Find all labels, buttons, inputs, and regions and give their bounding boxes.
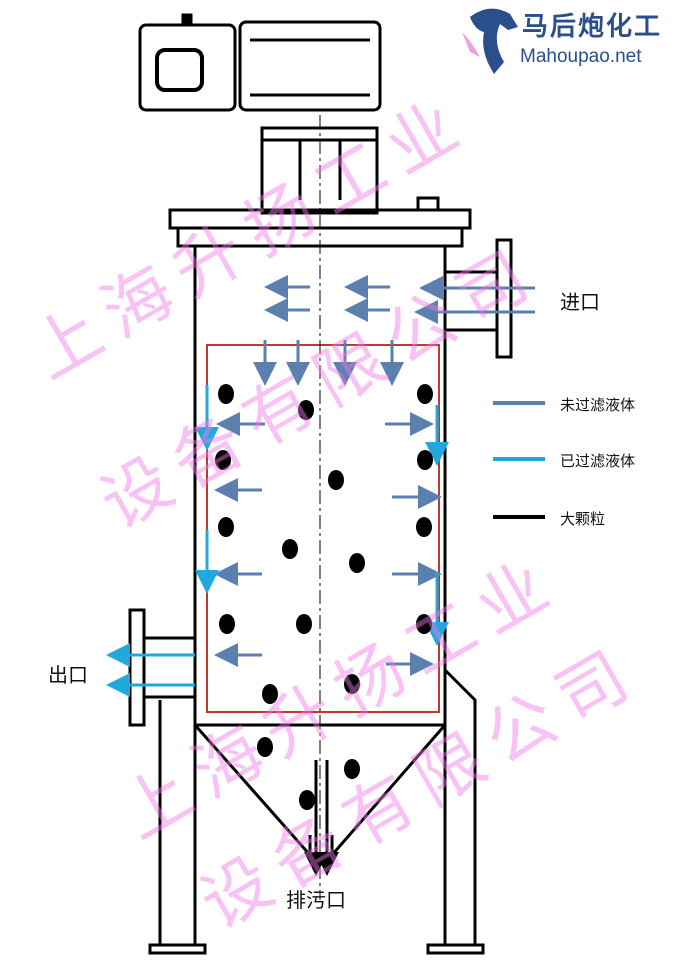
outlet-label: 出口 — [48, 663, 88, 687]
large-particle — [257, 737, 273, 757]
large-particle — [417, 384, 433, 404]
large-particle — [218, 517, 234, 537]
large-particle — [296, 614, 312, 634]
leg-right — [443, 668, 477, 945]
cone — [193, 724, 447, 856]
large-particle — [417, 450, 433, 470]
drain-label: 排污口 — [286, 888, 346, 912]
large-particle — [282, 539, 298, 559]
inlet-label: 进口 — [560, 290, 600, 314]
large-particle — [262, 684, 278, 704]
large-particle — [416, 517, 432, 537]
legend-particles: 大颗粒 — [560, 510, 606, 528]
inlet-flange — [495, 238, 513, 359]
logo-text-cn: 马后炮化工 — [522, 12, 663, 42]
large-particle — [344, 674, 360, 694]
leg-left — [158, 700, 197, 945]
gearbox — [238, 20, 382, 112]
large-particle — [416, 614, 432, 634]
large-particle — [218, 384, 234, 404]
large-particle — [298, 400, 314, 420]
outlet-pipe — [143, 636, 195, 699]
legend-unfiltered: 未过滤液体 — [560, 396, 636, 414]
horse-logo-icon — [462, 8, 518, 75]
outlet-flange — [128, 608, 146, 727]
large-particle — [349, 553, 365, 573]
large-particle — [215, 450, 231, 470]
motor — [138, 23, 237, 112]
large-particle — [344, 759, 360, 779]
large-particle — [299, 790, 315, 810]
large-particle — [219, 614, 235, 634]
logo-text-en: Mahoupao.net — [520, 46, 642, 67]
filter-screen — [206, 344, 440, 713]
large-particle — [328, 470, 344, 490]
legend-filtered: 已过滤液体 — [560, 452, 636, 470]
inlet-pipe — [445, 270, 497, 332]
